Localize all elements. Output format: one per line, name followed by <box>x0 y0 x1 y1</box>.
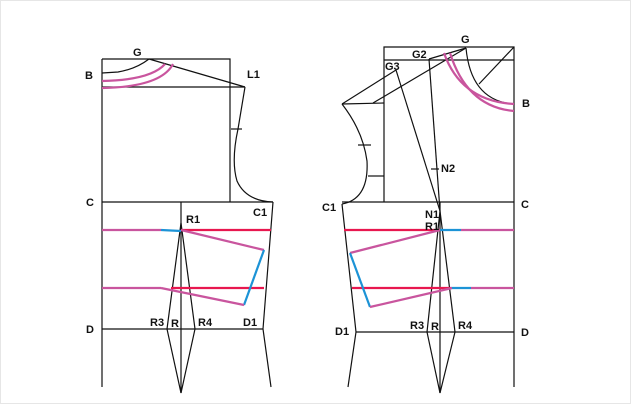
front-shoulder-line <box>341 69 397 105</box>
front-side-seam <box>341 203 357 388</box>
label-D1: D1 <box>243 317 257 329</box>
back-yoke-line-1-blend <box>160 228 182 233</box>
back-piece: G B L1 C C1 R1 R3 R R4 D1 D <box>85 47 274 394</box>
label-C: C <box>86 197 94 209</box>
label-D1: D1 <box>335 326 349 338</box>
front-top-rect <box>383 46 515 387</box>
label-D: D <box>86 324 94 336</box>
back-pocket-side <box>242 249 266 306</box>
label-B: B <box>85 70 93 82</box>
label-R: R <box>431 321 439 333</box>
label-R1: R1 <box>186 214 200 226</box>
label-C: C <box>521 199 529 211</box>
label-N1: N1 <box>425 209 439 221</box>
label-G3: G3 <box>385 61 400 73</box>
front-shoulder-g2 <box>428 47 467 60</box>
front-dart-diamond <box>426 210 456 394</box>
front-pocket-top <box>349 228 441 255</box>
front-neck-curve <box>465 47 515 105</box>
label-G2: G2 <box>412 49 427 61</box>
back-top-rect <box>102 58 231 202</box>
back-pocket-bottom <box>160 286 245 307</box>
back-armhole-curve <box>233 86 274 203</box>
label-R3: R3 <box>150 317 164 329</box>
label-R4: R4 <box>198 317 213 329</box>
label-C1: C1 <box>322 202 336 214</box>
back-shoulder-line <box>148 58 246 88</box>
back-neck-facing-inner <box>101 63 174 90</box>
front-neck-facing-outer <box>442 52 515 106</box>
label-B: B <box>522 98 530 110</box>
label-R3: R3 <box>410 320 424 332</box>
label-G: G <box>461 34 470 46</box>
back-neck-curve <box>101 58 150 74</box>
label-N2: N2 <box>441 163 455 175</box>
front-neck-facing-inner <box>448 52 515 113</box>
front-armhole-curve <box>341 103 368 205</box>
back-pocket-top <box>180 228 265 252</box>
label-R: R <box>171 318 179 330</box>
label-R1: R1 <box>425 221 439 233</box>
front-armhole-guide <box>341 102 385 105</box>
label-D: D <box>521 327 529 339</box>
label-C1: C1 <box>253 207 267 219</box>
front-g3-line <box>395 69 441 212</box>
label-L1: L1 <box>247 69 260 81</box>
front-neck-diagonal <box>478 46 515 85</box>
label-R4: R4 <box>458 320 473 332</box>
back-neck-facing-outer <box>101 63 166 83</box>
label-G: G <box>133 47 142 59</box>
front-g2-line <box>428 58 441 212</box>
front-pocket-bottom <box>369 286 453 309</box>
front-piece: G G2 G3 B N2 N1 R1 C1 C D1 R3 R R4 D <box>322 34 530 394</box>
front-pocket-side <box>348 252 372 308</box>
